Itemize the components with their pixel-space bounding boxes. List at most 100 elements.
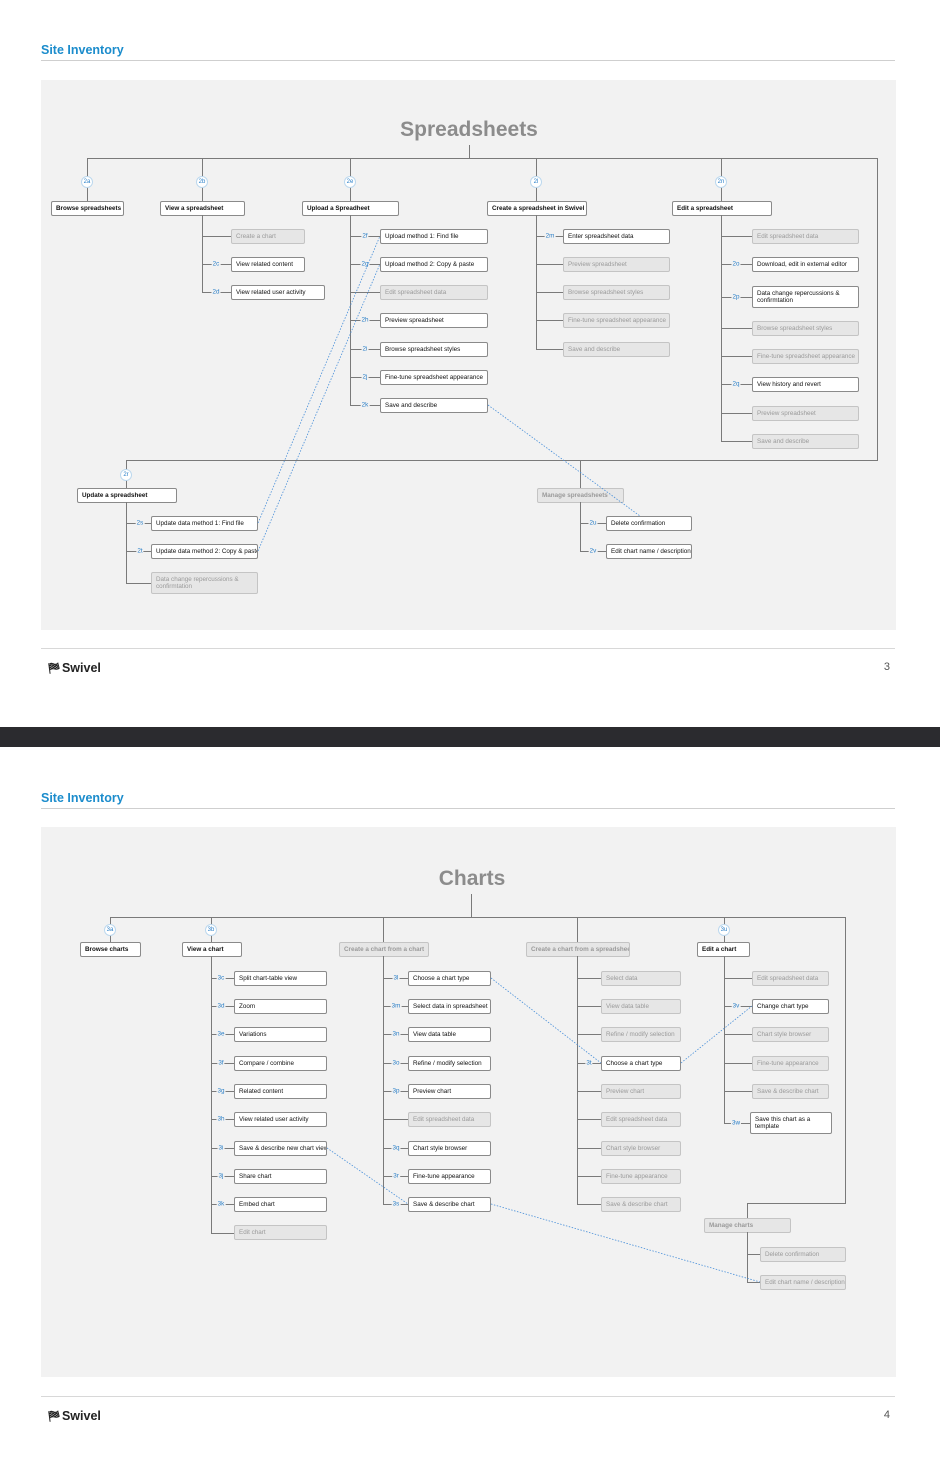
title-divider [41,60,895,61]
connector [536,349,563,350]
connector [721,413,752,414]
node-save-and-describe: Save and describe [563,342,670,357]
connector [87,158,878,159]
node-update-find-file: Update data method 1: Find file [151,516,258,531]
connector [110,917,846,918]
node-id: 3r [392,1172,400,1180]
connector [536,320,563,321]
node-id-badge: 2l [530,176,542,188]
connector [202,236,231,237]
node-save-describe-chart: Save & describe chart [601,1197,681,1212]
connector [721,441,752,442]
node-fine-tune-appearance: Fine-tune spreadsheet appearance [380,370,488,385]
node-edit-spreadsheet-data: Edit spreadsheet data [752,229,859,244]
node-id: 2m [544,232,556,240]
connector [577,1034,601,1035]
node-data-change-repercussions: Data change repercussions & confirmtatio… [752,286,859,308]
node-id: 2u [588,519,598,527]
connector [724,1034,752,1035]
diagram-title: Charts [438,867,506,890]
node-id-badge: 2n [715,176,727,188]
node-browse-spreadsheets: Browse spreadsheets [51,201,124,216]
node-delete-confirmation: Delete confirmation [760,1247,846,1262]
node-id: 2i [361,345,369,353]
node-choose-chart-type: Choose a chart type [408,971,491,986]
connector [471,894,472,917]
node-id: 2c [211,260,221,268]
node-enter-spreadsheet-data: Enter spreadsheet data [563,229,670,244]
node-view-history-revert: View history and revert [752,377,859,392]
node-update-copy-paste: Update data method 2: Copy & paste [151,544,258,559]
diagram-title: Spreadsheets [400,118,538,141]
swivel-logo: 🏁︎Swivel [47,661,101,675]
node-id: 2h [360,316,370,324]
node-id: 2v [588,547,598,555]
node-browse-charts: Browse charts [80,942,141,957]
node-preview-chart: Preview chart [408,1084,491,1099]
connector [721,328,752,329]
node-edit-spreadsheet-data: Edit spreadsheet data [601,1112,681,1127]
cross-reference-links [326,977,761,1283]
section-title: Site Inventory [41,791,124,805]
node-id: 3f [217,1059,225,1067]
node-preview-chart: Preview chart [601,1084,681,1099]
node-view-data-table: View data table [408,1027,491,1042]
node-id-badge: 3b [205,924,217,936]
node-edit-spreadsheet-data: Edit spreadsheet data [408,1112,491,1127]
node-id: 2p [731,293,741,301]
node-id: 2t [136,547,144,555]
node-id: 3v [731,1002,741,1010]
node-id: 2q [731,380,741,388]
logo-text: Swivel [61,1409,101,1423]
connector [721,356,752,357]
node-edit-spreadsheet: Edit a spreadsheet [672,201,772,216]
connector [536,292,563,293]
connector [469,145,470,159]
node-id-badge: 3u [718,924,730,936]
node-delete-confirmation: Delete confirmation [606,516,692,531]
connector [350,215,351,406]
node-id: 3w [730,1119,742,1127]
node-create-chart: Create a chart [231,229,305,244]
connector [724,1063,752,1064]
node-view-data-table: View data table [601,999,681,1014]
logo-text: Swivel [61,661,101,675]
node-share-chart: Share chart [234,1169,327,1184]
node-id: 2s [135,519,145,527]
connector [577,1091,601,1092]
node-save-describe-chart: Save & describe chart [752,1084,829,1099]
connector [747,1203,748,1218]
swivel-logo: 🏁︎Swivel [47,1409,101,1423]
node-change-chart-type: Change chart type [752,999,829,1014]
node-select-data: Select data [601,971,681,986]
connector [724,1091,752,1092]
node-split-chart-table-view: Split chart-table view [234,971,327,986]
connector [577,978,601,979]
connector [211,1233,234,1234]
node-select-data-in-spreadsheet: Select data in spreadsheet [408,999,491,1014]
node-id: 3h [216,1115,226,1123]
node-id-badge: 2e [344,176,356,188]
node-id: 3e [216,1030,226,1038]
connector [577,1119,601,1120]
connector [577,1006,601,1007]
node-id: 2f [361,232,369,240]
node-preview-spreadsheet: Preview spreadsheet [752,406,859,421]
footer-divider [41,648,895,649]
node-id-badge: 3a [104,924,116,936]
node-fine-tune-appearance: Fine-tune spreadsheet appearance [752,349,859,364]
swivel-logo-icon: 🏁︎ [47,1411,61,1423]
connector [383,1119,408,1120]
connector [202,215,203,293]
connector [877,158,878,461]
node-id: 3g [216,1087,226,1095]
swivel-logo-icon: 🏁︎ [47,663,61,675]
node-id: 2d [211,288,221,296]
node-browse-spreadsheet-styles: Browse spreadsheet styles [380,342,488,357]
connector [577,1148,601,1149]
node-save-describe-chart: Save & describe chart [408,1197,491,1212]
connector [724,956,725,1124]
node-upload-copy-paste: Upload method 2: Copy & paste [380,257,488,272]
node-id: 3c [216,974,226,982]
node-id-badge: 2a [81,176,93,188]
